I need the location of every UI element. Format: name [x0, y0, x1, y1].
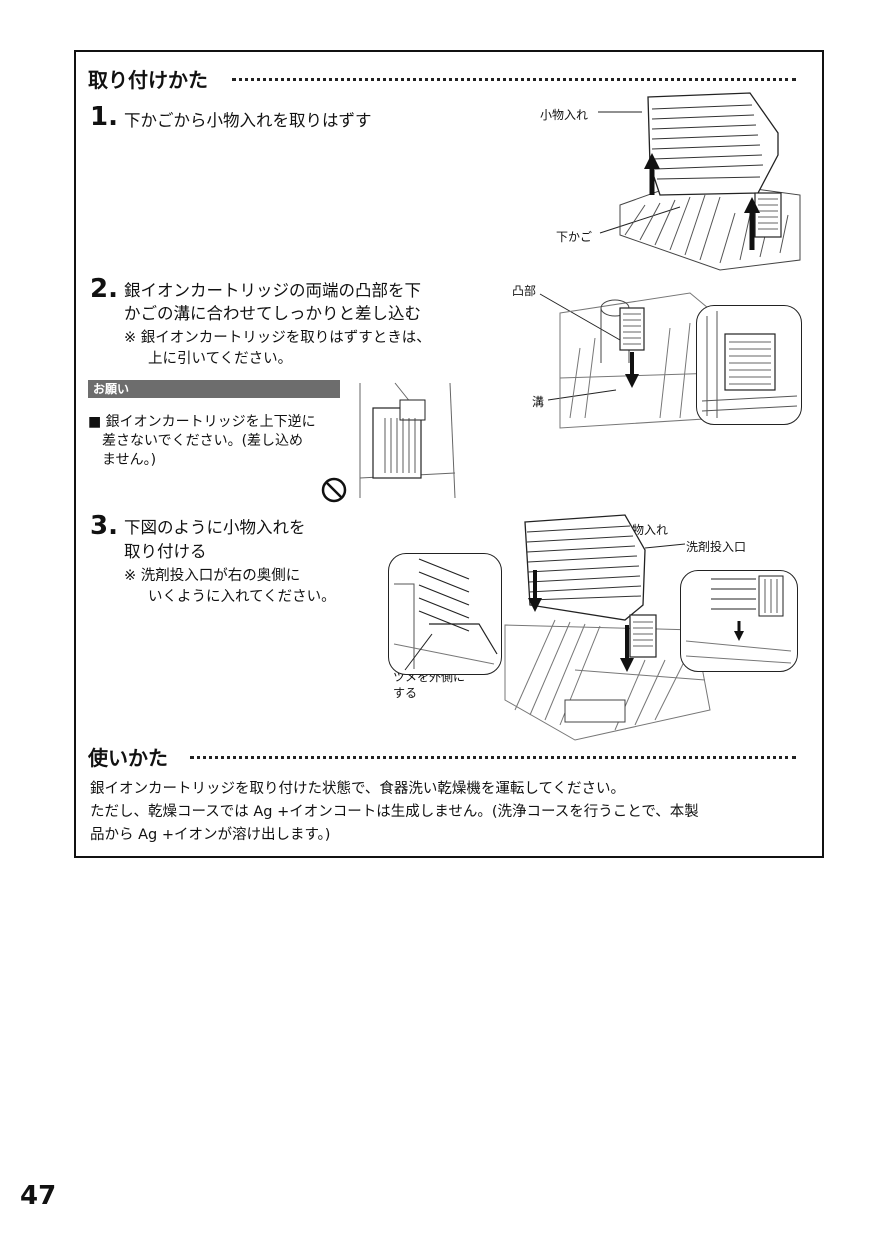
step2-callout-boss: 凸部 — [512, 284, 537, 298]
step1-callout-box: 小物入れ — [540, 108, 589, 122]
step3-note-line1: ※ 洗剤投入口が右の奥側に — [124, 568, 301, 584]
step3-line1: 下図のように小物入れを — [124, 518, 306, 537]
step3-callout-inlet: 洗剤投入口 — [686, 540, 747, 554]
step3-left-inset — [388, 553, 502, 675]
usage-line2: ただし、乾燥コースでは Ag +イオンコートは生成しません。(洗浄コースを行うこ… — [90, 804, 699, 820]
usage-line1: 銀イオンカートリッジを取り付けた状態で、食器洗い乾燥機を運転してください。 — [90, 781, 626, 797]
warning-illustration — [359, 382, 456, 499]
step3-claw-leader — [404, 633, 433, 671]
install-heading-text: 取り付けかた — [88, 68, 208, 92]
usage-leader-dots — [190, 756, 796, 759]
step3-callout-claw-line2: する — [393, 686, 418, 700]
install-heading: 取り付けかた — [88, 64, 208, 93]
step3-line2: 取り付ける — [124, 542, 207, 561]
step3-right-inset — [680, 570, 798, 672]
usage-line3: 品から Ag +イオンが溶け出します。) — [90, 827, 331, 843]
prohibited-icon — [321, 477, 347, 503]
step3-note-line2: いくように入れてください。 — [148, 589, 336, 605]
usage-heading: 使いかた — [88, 742, 168, 771]
warning-line2: 差さないでください。(差し込め — [102, 433, 304, 449]
warning-body: ■ 銀イオンカートリッジを上下逆に 差さないでください。(差し込め ません。) — [88, 413, 350, 470]
page-number: 47 — [20, 1181, 57, 1211]
step2-note-line2: 上に引いてください。 — [148, 351, 293, 367]
step3-illustration — [504, 514, 711, 741]
warning-line3: ません。) — [102, 452, 157, 468]
step2-line2: かごの溝に合わせてしっかりと差し込む — [124, 304, 421, 323]
step1-illustration — [598, 92, 801, 271]
heading-leader-dots — [232, 78, 796, 81]
step1-callout-basket: 下かご — [556, 230, 593, 244]
step2-detail-inset — [696, 305, 802, 425]
warning-line1: ■ 銀イオンカートリッジを上下逆に — [88, 414, 316, 430]
step2-callout-groove: 溝 — [532, 395, 545, 409]
step2-note-line1: ※ 銀イオンカートリッジを取りはずすときは、 — [124, 330, 431, 346]
step2-line1: 銀イオンカートリッジの両端の凸部を下 — [124, 281, 421, 300]
step1-number: 1. — [90, 102, 118, 132]
usage-heading-text: 使いかた — [88, 746, 168, 770]
warning-header: お願い — [88, 380, 340, 398]
step3-number: 3. — [90, 511, 118, 541]
step2-number: 2. — [90, 274, 118, 304]
step1-text: 下かごから小物入れを取りはずす — [124, 111, 372, 130]
content-frame — [74, 50, 824, 858]
usage-body: 銀イオンカートリッジを取り付けた状態で、食器洗い乾燥機を運転してください。 ただ… — [90, 778, 805, 847]
